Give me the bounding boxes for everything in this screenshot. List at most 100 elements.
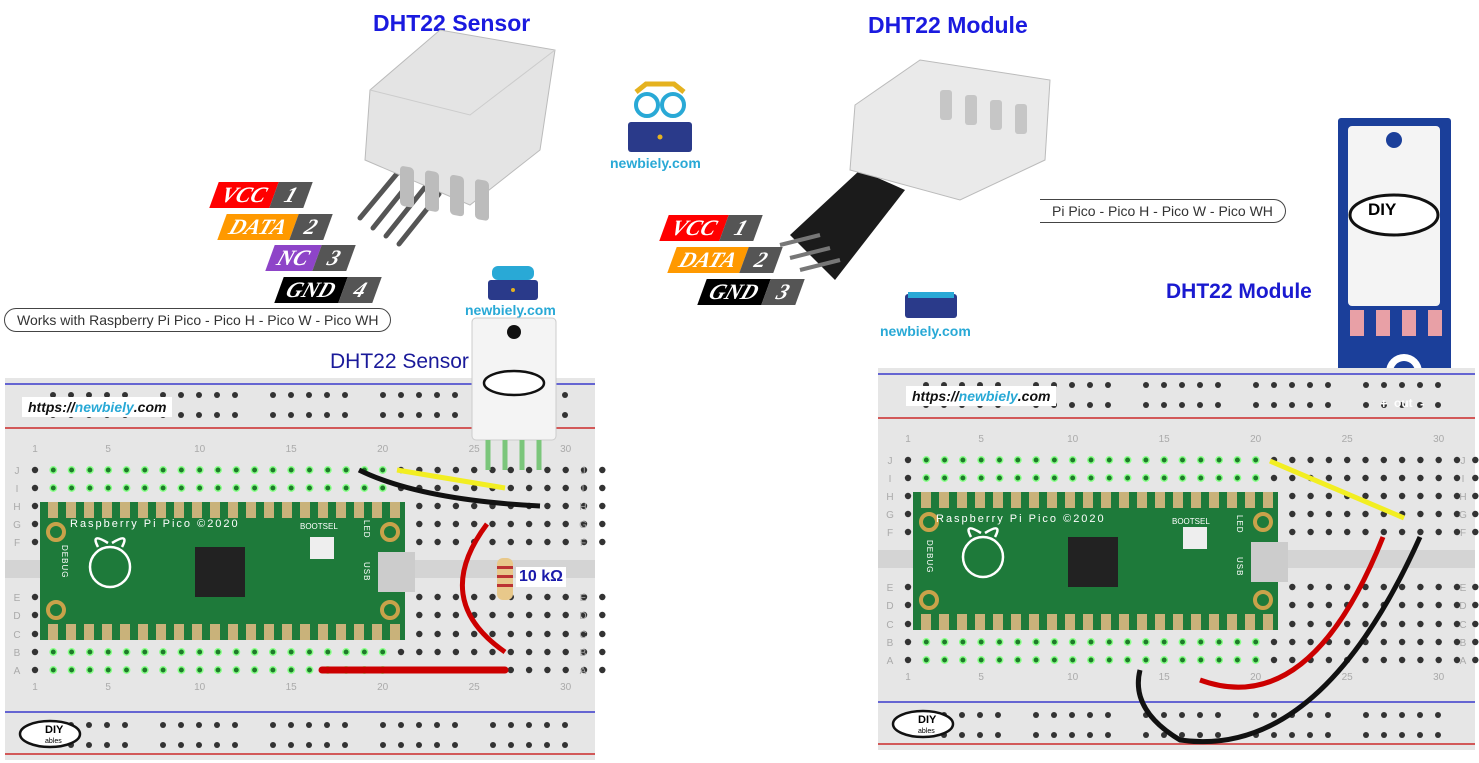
breadboard-hole xyxy=(525,666,533,674)
column-label: 5 xyxy=(105,682,111,693)
column-label: 25 xyxy=(469,444,481,455)
breadboard-hole xyxy=(434,502,441,510)
breadboard-hole xyxy=(580,593,588,601)
breadboard-hole xyxy=(1453,456,1461,464)
rail-hole xyxy=(398,412,404,418)
rail-hole xyxy=(380,392,386,398)
rail-hole xyxy=(1399,732,1405,738)
breadboard-hole xyxy=(1123,656,1132,664)
breadboard-hole xyxy=(1013,456,1022,464)
breadboard-hole xyxy=(1344,456,1351,464)
rail-hole xyxy=(232,412,238,418)
rail-hole xyxy=(1363,712,1369,718)
rp2040-chip xyxy=(195,547,245,597)
pico-pin xyxy=(192,624,202,640)
breadboard-hole xyxy=(140,666,149,674)
pico-pin xyxy=(174,624,184,640)
breadboard-hole xyxy=(434,593,441,601)
breadboard-hole xyxy=(305,666,314,674)
breadboard-hole xyxy=(31,630,39,638)
breadboard-hole xyxy=(1380,528,1387,536)
rail-hole xyxy=(1253,382,1259,388)
rail-hole xyxy=(288,392,294,398)
breadboard-hole xyxy=(416,538,423,546)
breadboard-hole xyxy=(323,484,332,492)
breadboard-hole xyxy=(544,538,551,546)
rail-hole xyxy=(86,722,92,728)
row-label: J xyxy=(1461,456,1466,467)
column-label: 20 xyxy=(1250,434,1262,445)
pico-pin xyxy=(1137,492,1147,508)
breadboard-hole xyxy=(507,484,514,492)
row-label: G xyxy=(579,520,587,531)
breadboard-hole xyxy=(232,666,241,674)
pico-pin xyxy=(246,502,256,518)
row-label: E xyxy=(1460,583,1467,594)
rail-hole xyxy=(526,722,532,728)
bootsel-label: BOOTSEL xyxy=(300,522,338,531)
rail-hole xyxy=(1215,712,1221,718)
breadboard-hole xyxy=(31,666,39,674)
rail-hole xyxy=(104,722,110,728)
pico-pin xyxy=(1209,492,1219,508)
breadboard-hole xyxy=(471,593,478,601)
wire-red-right xyxy=(1199,536,1386,690)
pico-pin xyxy=(1173,492,1183,508)
breadboard-hole xyxy=(342,648,351,656)
wire-black-right xyxy=(1135,535,1423,745)
breadboard-hole xyxy=(489,466,496,474)
rail-hole xyxy=(1105,402,1111,408)
column-label: 5 xyxy=(978,672,984,683)
pico-pin xyxy=(300,624,310,640)
rail-hole xyxy=(1253,712,1259,718)
breadboard-hole xyxy=(1032,638,1041,646)
rail-hole xyxy=(1417,712,1423,718)
breadboard-hole xyxy=(544,520,551,528)
breadboard-hole xyxy=(434,611,441,619)
breadboard-hole xyxy=(1160,638,1169,646)
breadboard-hole xyxy=(214,666,222,674)
breadboard-hole xyxy=(1196,656,1205,664)
rail-hole xyxy=(214,392,220,398)
resistor-label: 10 kΩ xyxy=(516,567,566,587)
pico-pin xyxy=(390,502,400,518)
breadboard-hole xyxy=(342,466,351,474)
breadboard-hole xyxy=(1087,656,1095,664)
right-title: DHT22 Module xyxy=(868,12,1028,38)
rail-hole xyxy=(452,742,458,748)
breadboard-hole xyxy=(1435,492,1442,500)
breadboard-hole xyxy=(544,502,551,510)
resistor-band xyxy=(497,584,513,587)
breadboard-hole xyxy=(1270,638,1278,646)
rail-hole xyxy=(1069,712,1075,718)
breadboard-hole xyxy=(995,474,1004,482)
rail-hole xyxy=(160,742,166,748)
breadboard-hole xyxy=(1344,528,1351,536)
rail-hole xyxy=(1325,402,1331,408)
breadboard-hole xyxy=(452,520,460,528)
breadboard-hole xyxy=(1398,474,1406,482)
row-label: B xyxy=(14,648,21,659)
breadboard-hole xyxy=(31,466,39,474)
breadboard-hole xyxy=(85,648,94,656)
breadboard-hole xyxy=(1068,638,1077,646)
row-label: H xyxy=(579,502,586,513)
breadboard-hole xyxy=(1362,474,1369,482)
rail-hole xyxy=(1179,382,1185,388)
pico-pin xyxy=(48,624,58,640)
rail-hole xyxy=(544,742,550,748)
pico-pin xyxy=(84,624,94,640)
diy-logo-sensor xyxy=(482,369,546,397)
breadboard-hole xyxy=(507,666,514,674)
breadboard-hole xyxy=(378,648,387,656)
breadboard-hole xyxy=(1196,474,1205,482)
rail-hole xyxy=(1271,712,1277,718)
breadboard-hole xyxy=(452,611,460,619)
mounting-hole xyxy=(1253,590,1273,610)
breadboard-hole xyxy=(1417,620,1424,628)
breadboard-hole xyxy=(471,484,478,492)
breadboard-hole xyxy=(489,520,496,528)
breadboard-hole xyxy=(580,648,588,656)
rail-hole xyxy=(398,392,404,398)
breadboard-hole xyxy=(1289,620,1296,628)
